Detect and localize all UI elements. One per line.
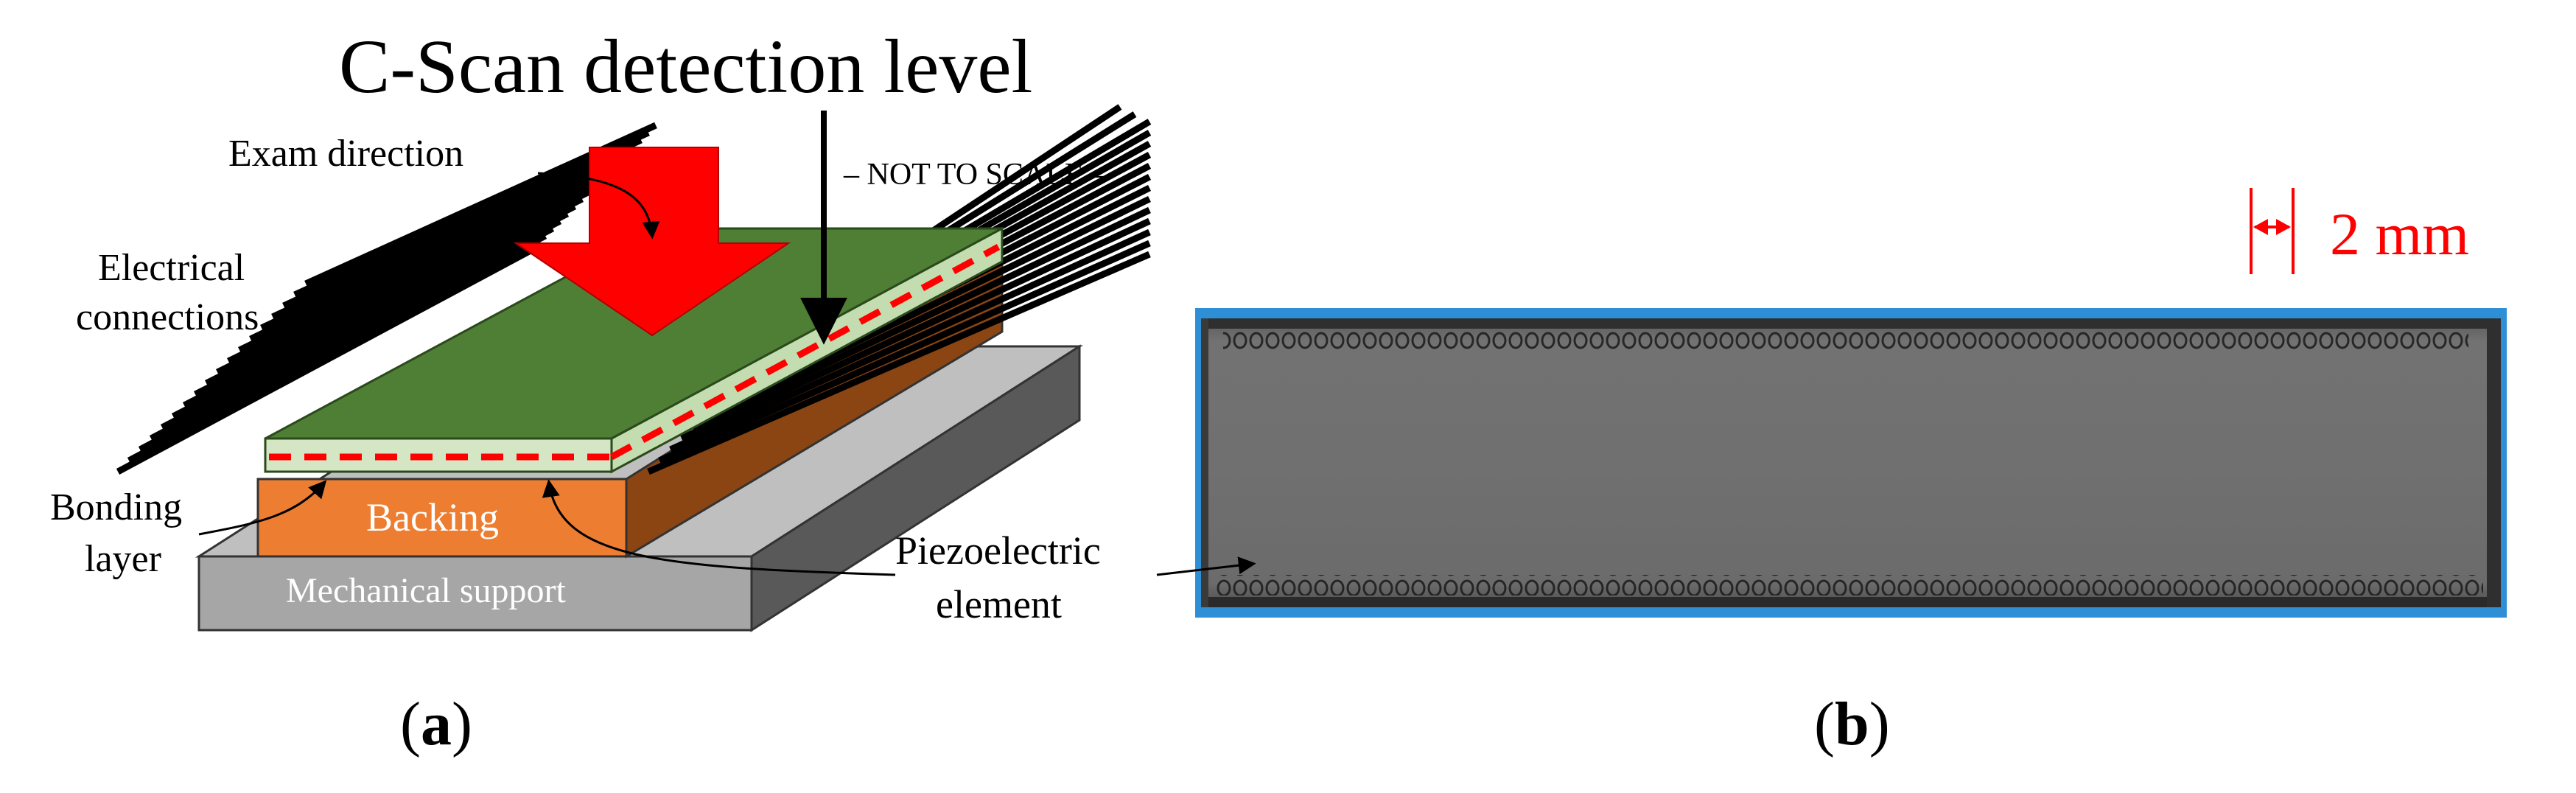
piezoelectric-label-line1: Piezoelectric — [895, 528, 1101, 573]
caption-a: (a) — [400, 690, 472, 758]
piezoelectric-label-line2: element — [936, 582, 1062, 626]
electrical-connections-label-line1: Electrical — [98, 247, 245, 289]
not-to-scale-note: – NOT TO SCALE – — [843, 158, 1107, 192]
cscan-pointer-arrow — [1156, 556, 1256, 576]
cscan-top-edge — [1201, 318, 2501, 329]
cscan-left-edge — [1201, 318, 1208, 607]
cscan-top-ring-band — [1223, 330, 2468, 351]
scale-bar — [2250, 188, 2295, 274]
exam-direction-label: Exam direction — [228, 133, 463, 175]
scale-bar-label: 2 mm — [2330, 200, 2469, 268]
electrical-connections-label-line2: connections — [76, 296, 259, 338]
detection-level-title: C-Scan detection level — [339, 24, 1032, 109]
bonding-layer-label-line1: Bonding — [50, 486, 182, 528]
caption-b: (b) — [1814, 690, 1890, 758]
backing-label: Backing — [366, 495, 499, 539]
bonding-layer-label-line2: layer — [85, 538, 161, 580]
cscan-bottom-edge — [1201, 597, 2501, 607]
leader-lines — [198, 172, 896, 576]
cscan-bottom-ring-band — [1216, 575, 2483, 595]
exam-direction-arrow — [513, 147, 791, 337]
panel-a-schematic: C-Scan detection level – NOT TO SCALE – … — [50, 24, 1152, 758]
cscan-right-edge — [2487, 318, 2501, 607]
cscan-image — [1201, 318, 2501, 607]
mechanical-support-label: Mechanical support — [286, 571, 567, 610]
panel-b-cscan: 2 mm (b) — [1156, 188, 2507, 758]
bonding-layer-dashed-line — [269, 244, 1001, 461]
